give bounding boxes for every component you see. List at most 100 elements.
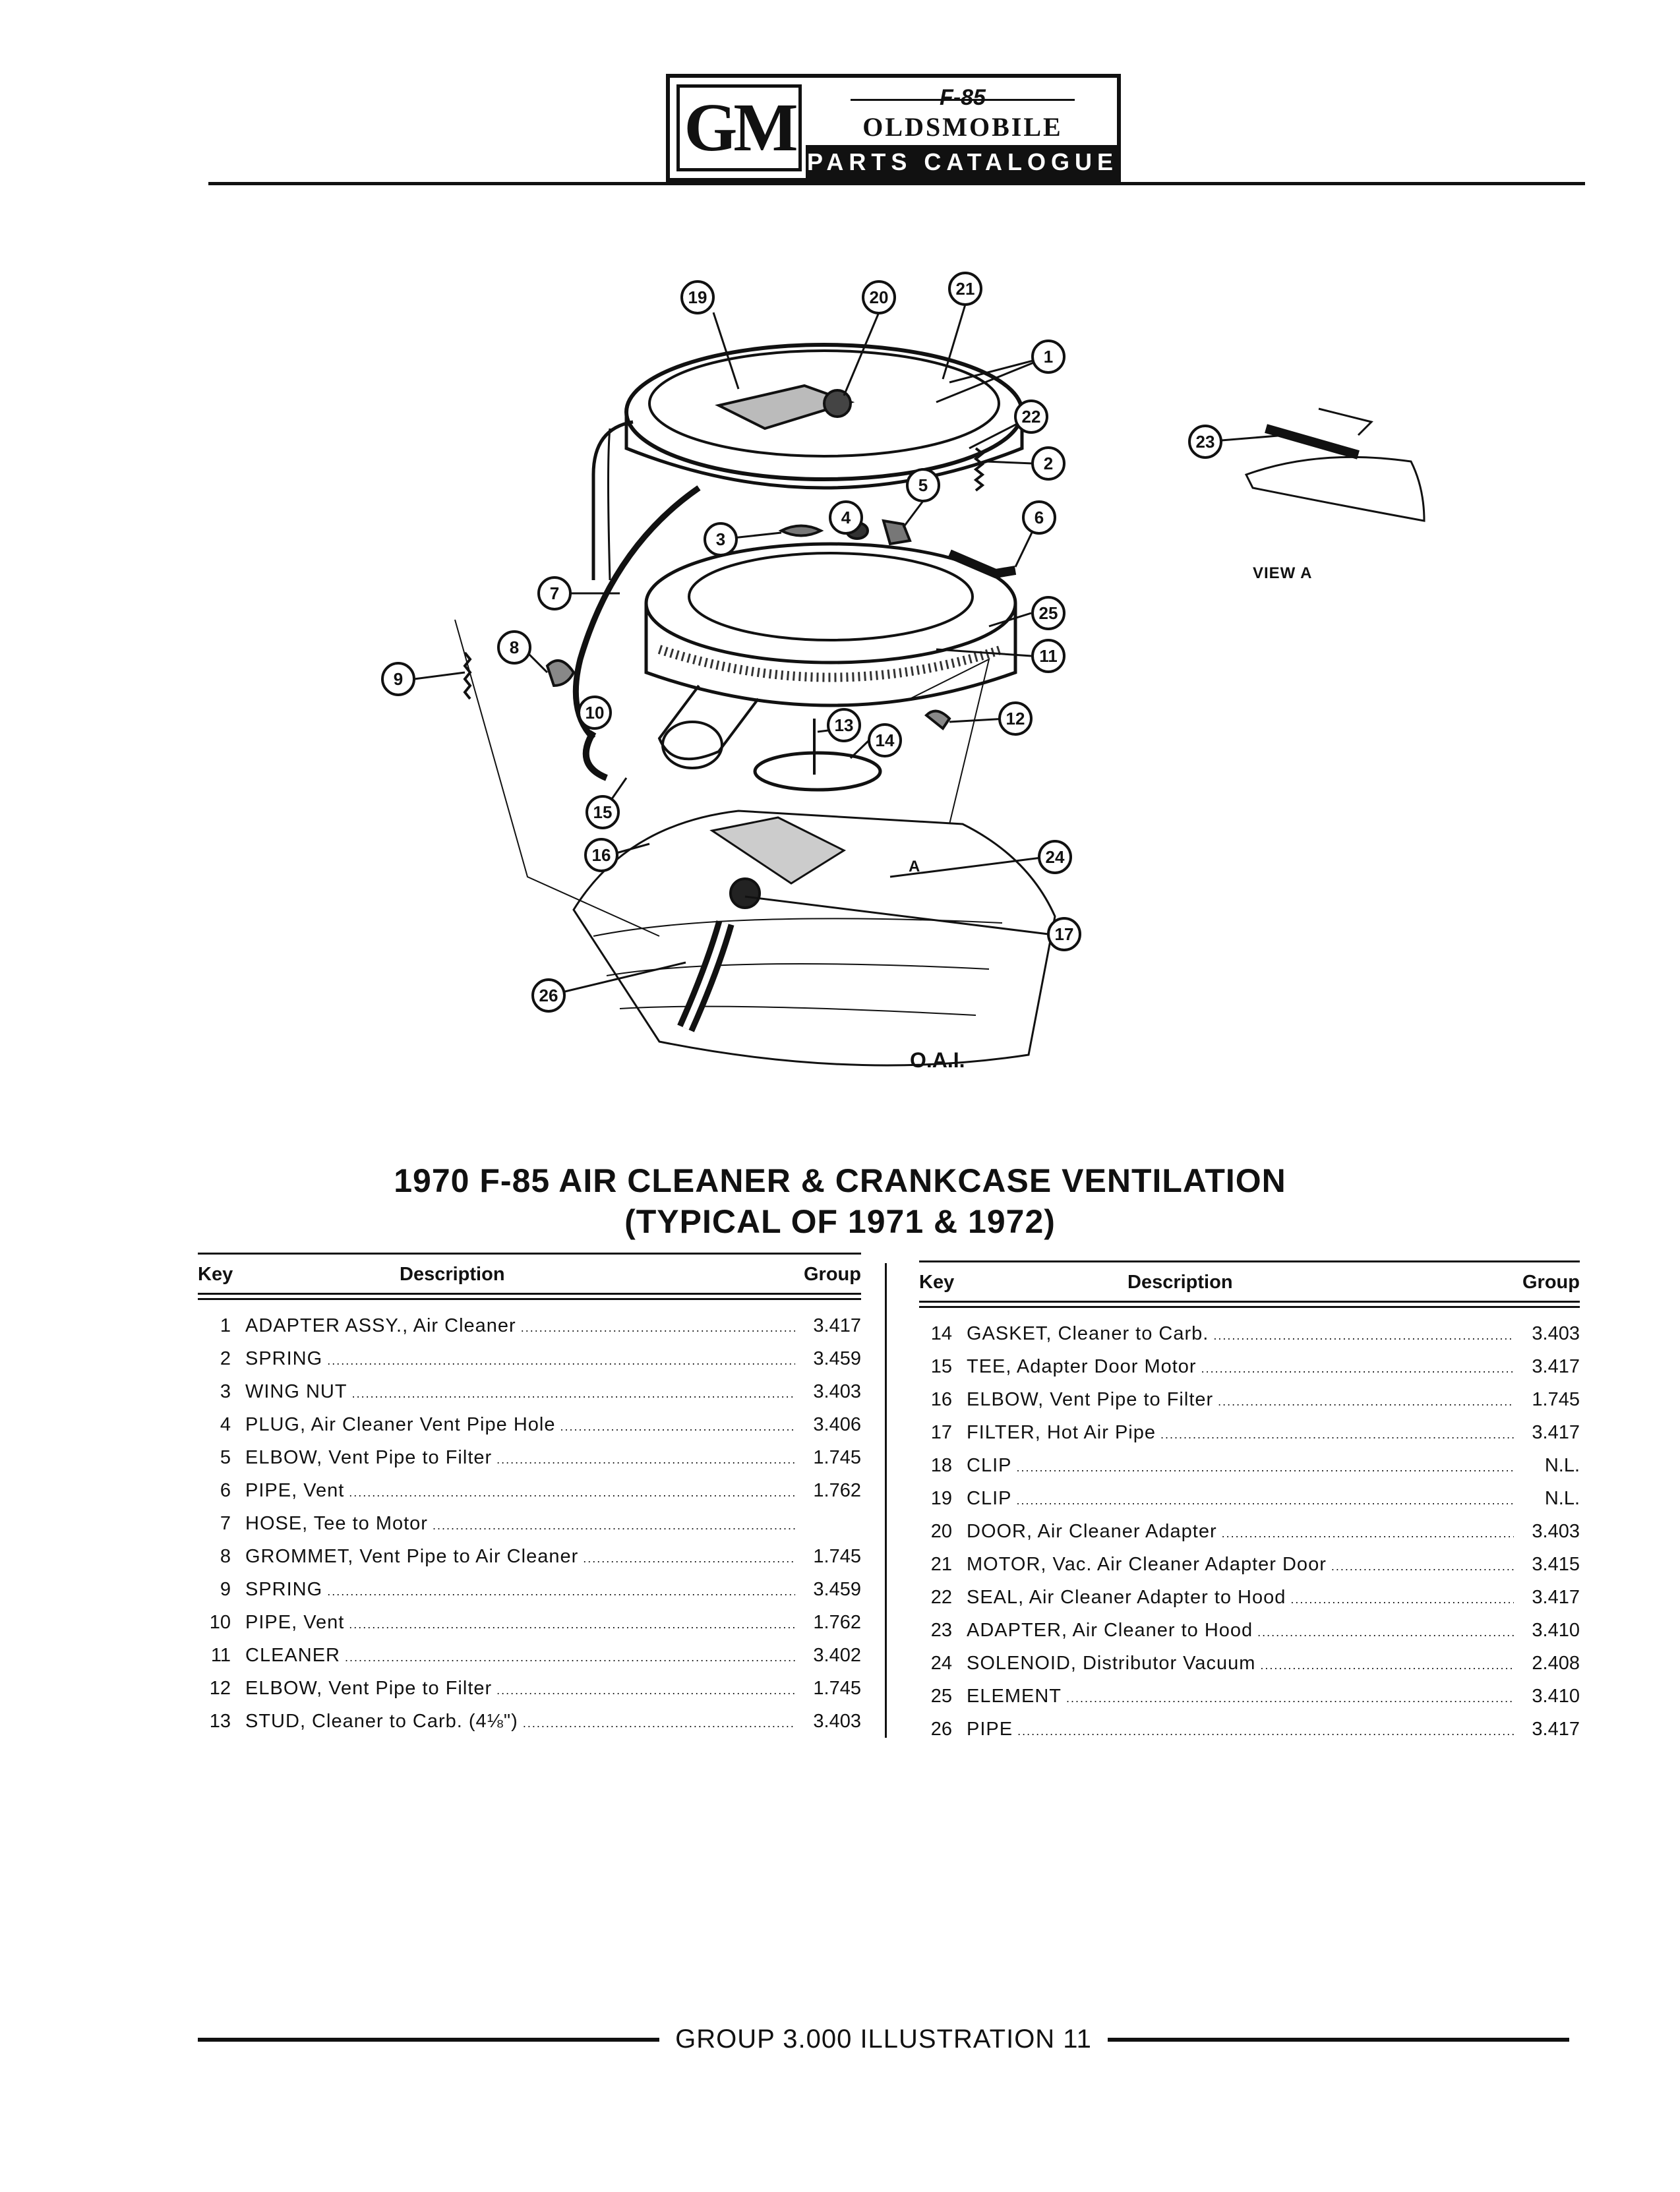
row-description: MOTOR, Vac. Air Cleaner Adapter Door [967,1548,1514,1583]
header-group: Group [804,1264,861,1285]
table-header: Key Description Group [919,1272,1580,1301]
header-group: Group [1522,1272,1580,1293]
callout-23: 22 [1021,407,1041,427]
row-description: ADAPTER ASSY., Air Cleaner [245,1309,795,1344]
row-description: WING NUT [245,1375,795,1410]
row-key: 2 [220,1348,231,1369]
row-description: SPRING [245,1342,795,1377]
row-key: 9 [220,1579,231,1600]
row-description: GASKET, Cleaner to Carb. [967,1317,1514,1352]
row-group: 1.762 [813,1480,861,1501]
row-group: N.L. [1544,1455,1580,1476]
table-row: 25ELEMENT3.410 [919,1680,1580,1713]
row-group: 1.762 [813,1612,861,1633]
table-header-rule [919,1301,1580,1308]
row-key: 17 [930,1422,952,1443]
callout-7: 7 [549,583,560,603]
page-title: 1970 F-85 AIR CLEANER & CRANKCASE VENTIL… [0,1160,1680,1242]
row-description: SPRING [245,1573,795,1608]
row-description: ELBOW, Vent Pipe to Filter [245,1672,795,1707]
row-group: 3.402 [813,1645,861,1666]
view-a-label: VIEW A [1253,564,1313,582]
row-group: 3.417 [1532,1587,1580,1608]
row-group: 3.406 [813,1414,861,1435]
footer-text: GROUP 3.000 ILLUSTRATION 11 [675,2025,1092,2054]
callout-22: 21 [955,279,975,299]
header-rule [208,182,1585,185]
table-row: 11CLEANER3.402 [198,1639,861,1672]
table-header-rule [198,1293,861,1300]
row-description: PLUG, Air Cleaner Vent Pipe Hole [245,1408,795,1443]
row-key: 15 [930,1356,952,1377]
header-description: Description [1127,1272,1233,1293]
row-key: 5 [220,1447,231,1468]
row-key: 10 [209,1612,231,1633]
row-key: 4 [220,1414,231,1435]
row-description: ADAPTER, Air Cleaner to Hood [967,1614,1514,1649]
title-line-1: 1970 F-85 AIR CLEANER & CRANKCASE VENTIL… [394,1162,1286,1199]
callout-8: 8 [509,637,520,657]
row-description: ELBOW, Vent Pipe to Filter [245,1441,795,1476]
callout-2: 2 [1043,454,1054,473]
column-divider [885,1263,887,1738]
footer-rule-left [198,2038,659,2042]
row-key: 7 [220,1513,231,1534]
callout-24: 24 [1045,847,1065,867]
catalogue-logo: GM F-85 OLDSMOBILE PARTS CATALOGUE [666,74,1121,182]
logo-brand: OLDSMOBILE [862,112,1063,142]
callout-26: 26 [539,986,558,1005]
row-key: 26 [930,1719,952,1740]
row-key: 25 [930,1686,952,1707]
row-description: CLIP [967,1482,1514,1517]
table-row: 21 MOTOR, Vac. Air Cleaner Adapter Door 3.… [919,1548,1580,1581]
row-group: 3.403 [813,1711,861,1732]
row-key: 19 [930,1488,952,1509]
callout-25: 25 [1038,603,1058,623]
header-key: Key [198,1264,233,1285]
row-description: CLIP [967,1449,1514,1484]
callout-4: 4 [841,508,851,527]
row-key: 3 [220,1381,231,1402]
table-row: 19CLIPN.L. [919,1482,1580,1515]
row-description: PIPE, Vent [245,1474,795,1509]
row-description: PIPE [967,1713,1514,1748]
callout-14: 14 [875,730,895,750]
row-key: 24 [930,1653,952,1674]
callout-11: 11 [1039,646,1058,666]
row-description: TEE, Adapter Door Motor [967,1350,1514,1385]
row-group: 1.745 [813,1546,861,1567]
table-row: 4 PLUG, Air Cleaner Vent Pipe Hole 3.406 [198,1408,861,1441]
row-group: 3.415 [1532,1554,1580,1575]
logo-text-block: F-85 OLDSMOBILE PARTS CATALOGUE [806,83,1120,179]
callout-19: 23 [1195,432,1215,452]
row-group: 2.408 [1532,1653,1580,1674]
callout-13: 13 [834,715,854,735]
row-description: CLEANER [245,1639,795,1674]
table-row: 26PIPE3.417 [919,1713,1580,1746]
row-group: 3.410 [1532,1686,1580,1707]
view-a-marker: A [909,858,920,875]
callout-9: 9 [393,669,404,689]
table-row: 9 SPRING 3.459 [198,1573,861,1606]
callout-16: 16 [591,845,611,865]
row-key: 21 [930,1554,952,1575]
row-key: 23 [930,1620,952,1641]
row-group: 3.459 [813,1579,861,1600]
row-description: GROMMET, Vent Pipe to Air Cleaner [245,1540,795,1575]
callout-12: 12 [1005,709,1025,728]
logo-catalogue: PARTS CATALOGUE [806,145,1120,179]
